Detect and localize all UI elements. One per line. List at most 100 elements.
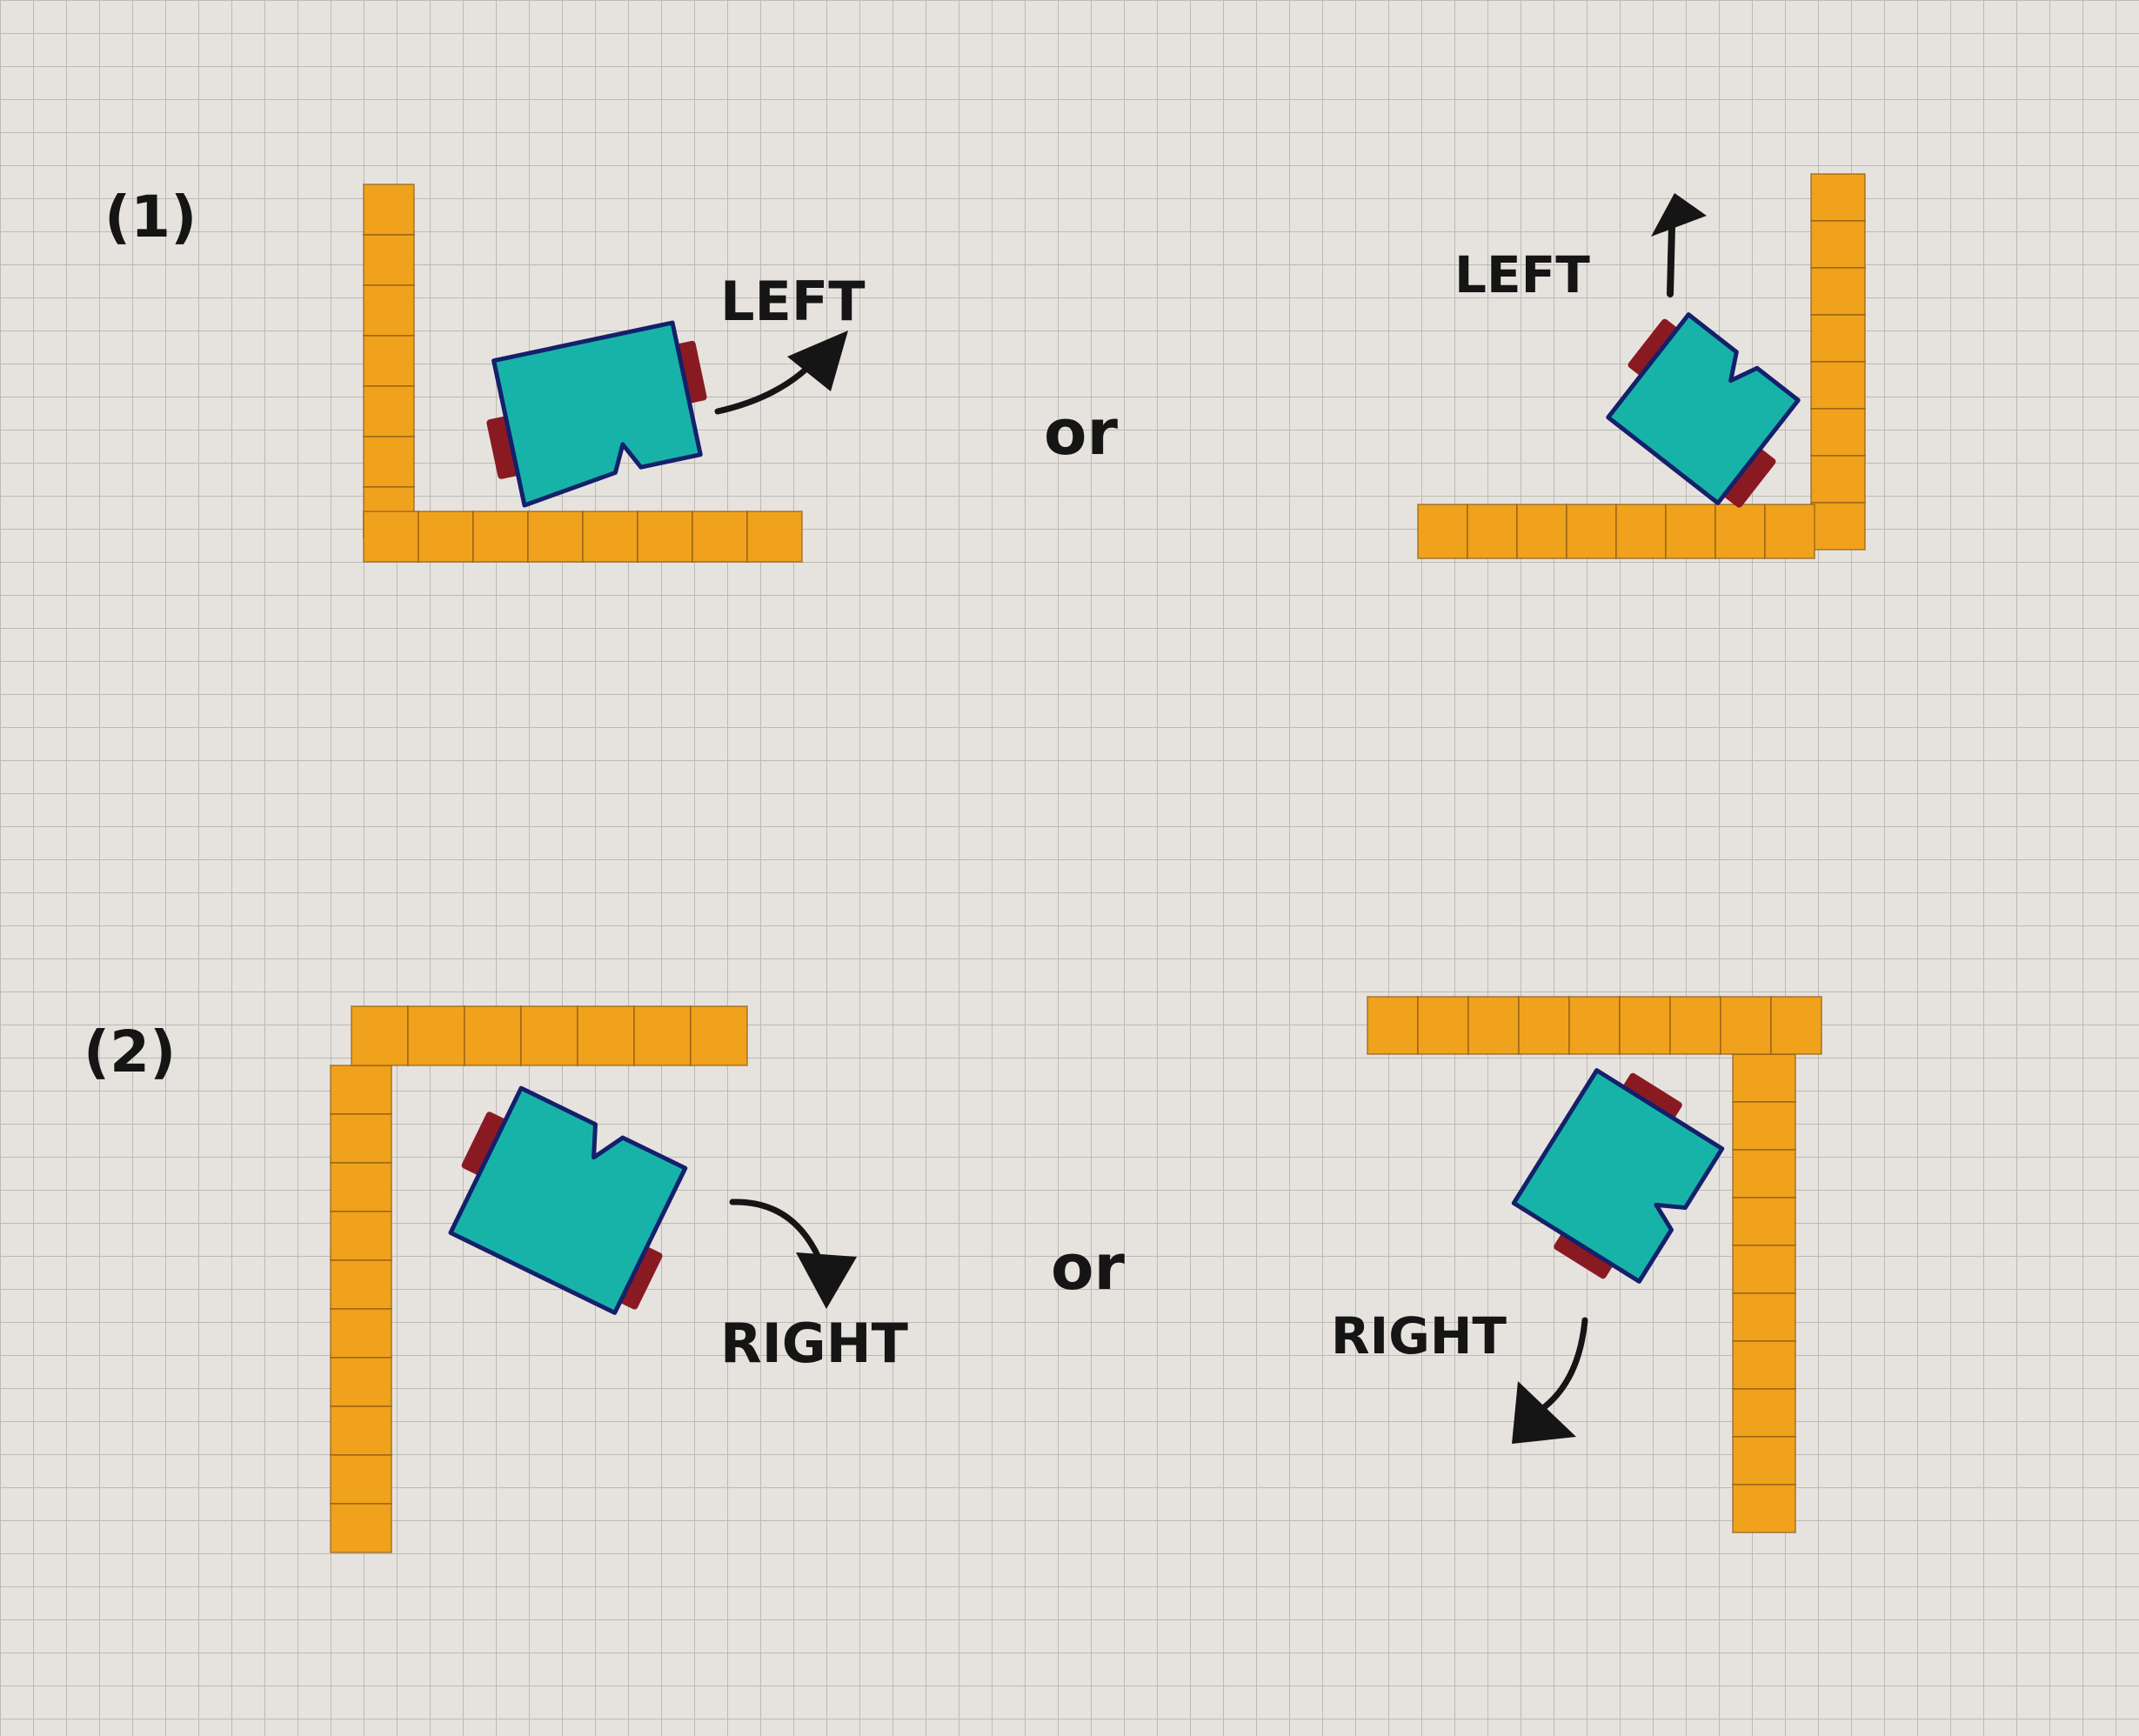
wall-block [1732,1053,1796,1103]
wall-block [330,1503,392,1553]
wall-block [363,385,415,437]
wall-block [407,1005,465,1066]
wall-block [1810,361,1866,410]
wall-block [363,184,415,236]
wall-block [472,511,529,563]
wall-block [520,1005,578,1066]
wall-vertical [330,1065,392,1553]
robot-icon [486,320,707,508]
wall-block [1810,220,1866,269]
curved-arrow-down-right-icon [729,1199,826,1269]
wall-block [1732,1292,1796,1342]
wall-vertical [1810,173,1866,551]
wall-block [527,511,584,563]
wall-block [351,1005,409,1066]
arrow-up-icon [1667,223,1675,297]
arrow-up-head [1651,193,1707,237]
wall-block [1619,996,1671,1055]
wall-block [1732,1340,1796,1390]
robot-icon [448,1085,688,1315]
wall-block [1810,314,1866,363]
robot-body [448,1085,688,1315]
scenario-1-left-case: LEFT [363,184,866,563]
scenario-2-left-case: RIGHT [330,1005,908,1553]
wall-block [1810,408,1866,457]
scenario-1-right-label: LEFT [1454,245,1590,304]
wall-block [1566,504,1617,559]
curved-arrow-down-left-head [1512,1381,1576,1444]
robot-wheel [617,1245,663,1310]
wall-block [363,335,415,387]
robot-wheel [1621,1072,1682,1122]
wall-block [330,1454,392,1505]
wall-block [582,511,638,563]
wall-block [363,234,415,286]
robot-icon [1606,312,1801,508]
wall-block [330,1113,392,1164]
scenario-1-number: (1) [104,184,197,250]
wall-block [1732,1197,1796,1246]
robot-icon [1511,1068,1725,1284]
wall-block [330,1211,392,1261]
robot-wheel [486,416,520,479]
scenario-2: (2) RIGHT or RIGHT [84,996,1822,1553]
wall-block [1732,1149,1796,1199]
wall-horizontal [363,511,803,563]
wall-block [464,1005,522,1066]
wall-block [330,1259,392,1310]
scenario-2-right-case: RIGHT [1331,996,1822,1533]
robot-wheel [1554,1230,1615,1279]
wall-block [1770,996,1822,1055]
curved-arrow-down-left-icon [1536,1317,1588,1414]
wall-block [1467,504,1518,559]
wall-block [363,436,415,488]
scenario-2-right-label: RIGHT [1331,1306,1507,1365]
wall-block [1732,1484,1796,1533]
wall-block [1665,504,1716,559]
wall-block [1810,173,1866,222]
wall-block [1764,504,1815,559]
wall-block [363,511,419,563]
robot-wheel [1723,448,1776,508]
wall-block [577,1005,635,1066]
wall-block [418,511,474,563]
wall-block [1367,996,1419,1055]
wall-block [1810,267,1866,316]
wall-block [1810,502,1866,551]
wall-block [1715,504,1766,559]
wall-block [330,1308,392,1359]
wall-block [330,1357,392,1407]
scenario-1-connector: or [1044,396,1118,469]
scenario-1-right-case: LEFT [1417,173,1866,559]
robot-body [1606,312,1801,505]
wall-block [633,1005,692,1066]
wall-block [1720,996,1772,1055]
wall-block [1732,1101,1796,1151]
curved-arrow-up-right-head [787,331,848,391]
wall-horizontal [351,1005,748,1066]
wall-block [1518,996,1570,1055]
wall-vertical [363,184,415,538]
scenario-1: (1) LEFT or LEFT [104,173,1866,563]
curved-arrow-down-right-head [796,1252,857,1309]
robot-wheel [1628,318,1681,378]
wall-block [1516,504,1567,559]
wall-block [1732,1388,1796,1438]
scenario-2-number: (2) [84,1018,176,1085]
wall-block [1417,504,1468,559]
wall-block [1615,504,1667,559]
robot-body [491,320,703,508]
robot-body [1511,1068,1725,1284]
wall-block [690,1005,748,1066]
scenario-1-left-label: LEFT [720,270,866,333]
wall-block [637,511,693,563]
wall-block [330,1065,392,1115]
wall-block [746,511,803,563]
robot-wheel [461,1112,507,1176]
scenario-2-connector: or [1051,1231,1125,1304]
wall-block [330,1162,392,1212]
wall-block [1669,996,1721,1055]
wall-block [1810,455,1866,504]
wall-block [1417,996,1469,1055]
wall-horizontal [1367,996,1822,1055]
